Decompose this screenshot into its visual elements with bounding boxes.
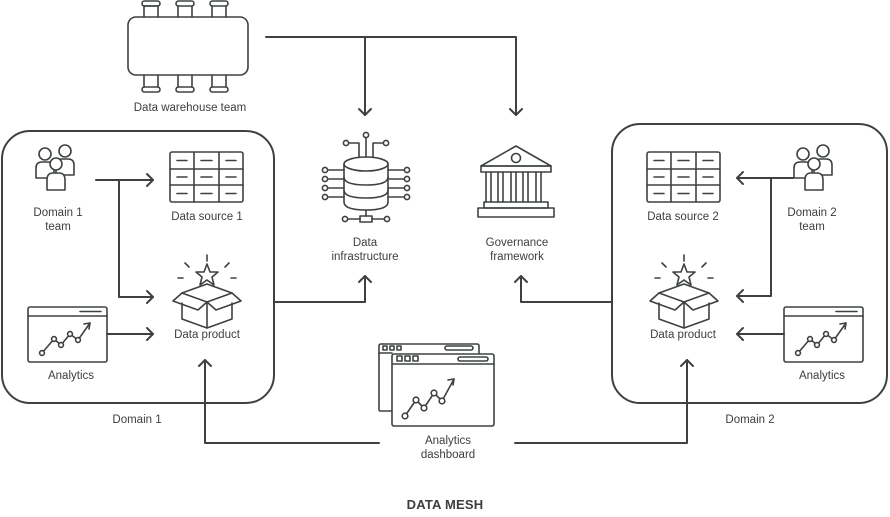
domain1-analytics-icon (27, 306, 108, 363)
conference-table-icon (127, 0, 249, 93)
database-network-icon (321, 131, 411, 223)
domain2-team-icon (793, 144, 833, 191)
warehouse-connector (265, 36, 523, 116)
domain2-team-label-line2: team (799, 221, 825, 233)
domain-to-center-connectors (273, 275, 613, 303)
domain1-data-source-icon (169, 151, 244, 203)
warehouse-team-label: Data warehouse team (133, 102, 247, 114)
domain2-analytics-icon (783, 306, 864, 363)
analytics-dashboard-label: Analytics dashboard (421, 434, 475, 462)
diagram-title: DATA MESH (406, 497, 484, 512)
data-infrastructure-label-line1: Data (352, 237, 378, 249)
governance-label: Governance framework (486, 236, 549, 264)
domain2-data-product-icon (649, 254, 719, 329)
domain2-container (611, 123, 888, 404)
domain1-team-icon (35, 144, 75, 191)
domain2-team-label: Domain 2 team (787, 206, 836, 234)
domain1-team-label-line1: Domain 1 (33, 207, 83, 219)
domain2-data-source-icon (646, 151, 721, 203)
domain1-data-product-label: Data product (174, 329, 240, 341)
data-infrastructure-label: Data infrastructure (331, 236, 398, 264)
domain1-connectors (95, 173, 154, 341)
domain1-data-product-icon (172, 254, 242, 329)
domain2-analytics-label: Analytics (798, 370, 846, 382)
domain2-data-source-label: Data source 2 (647, 211, 719, 223)
domain2-label: Domain 2 (725, 414, 775, 426)
data-infrastructure-label-line2: infrastructure (331, 251, 399, 263)
analytics-dashboard-label-line2: dashboard (420, 449, 476, 461)
domain1-team-label: Domain 1 team (33, 206, 82, 234)
domain1-analytics-label: Analytics (47, 370, 95, 382)
domain1-label: Domain 1 (112, 414, 162, 426)
domain1-team-label-line2: team (45, 221, 71, 233)
dashboard-windows-icon (378, 343, 495, 427)
domain1-container (1, 130, 275, 404)
dashboard-connectors (198, 359, 694, 444)
institution-building-icon (477, 145, 555, 218)
domain2-connectors (736, 171, 794, 341)
analytics-dashboard-label-line1: Analytics (424, 435, 472, 447)
domain2-team-label-line1: Domain 2 (787, 207, 837, 219)
domain1-data-source-label: Data source 1 (171, 211, 243, 223)
domain2-data-product-label: Data product (650, 329, 716, 341)
governance-label-line2: framework (490, 251, 544, 263)
governance-label-line1: Governance (485, 237, 549, 249)
